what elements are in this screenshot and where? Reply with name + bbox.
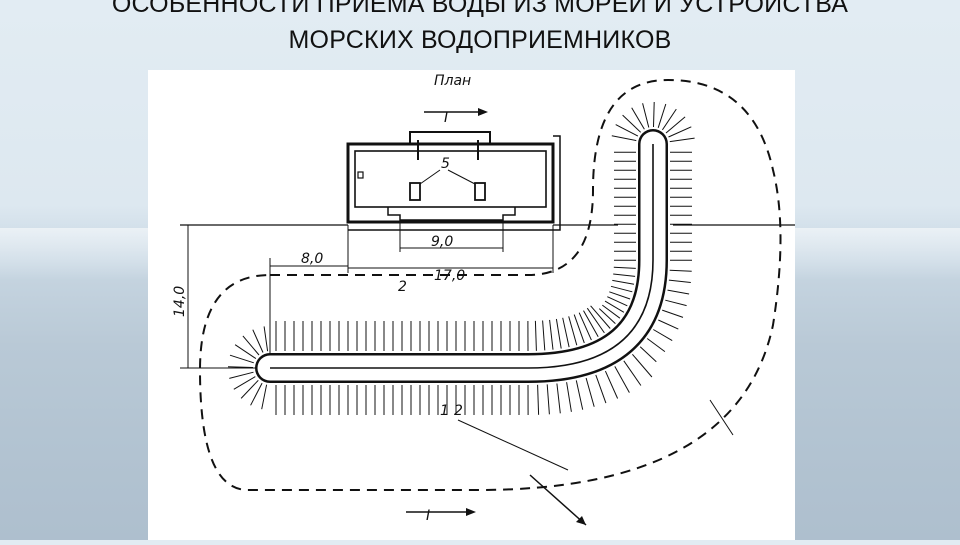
riprap-tick <box>647 339 665 352</box>
riprap-tick <box>624 361 641 386</box>
riprap-tick <box>670 270 692 271</box>
slide-title-line-2: МОРСКИХ ВОДОПРИЕМНИКОВ <box>0 22 960 58</box>
pump-left <box>410 183 420 200</box>
riprap-tick <box>550 320 553 350</box>
building-small-hatch <box>358 172 363 178</box>
section-mark-top-label: I <box>444 110 448 126</box>
riprap-tick-end <box>658 104 666 128</box>
riprap-tick <box>579 313 591 340</box>
riprap-tick <box>658 320 678 329</box>
riprap-tick <box>602 305 620 318</box>
riprap-tick <box>567 382 572 412</box>
riprap-tick-end <box>262 385 267 410</box>
riprap-tick-end <box>643 103 649 127</box>
riprap-tick-end <box>235 345 256 359</box>
leader-label-1 <box>458 420 568 470</box>
riprap-tick <box>665 300 686 305</box>
riprap-tick <box>584 311 599 337</box>
riprap-tick <box>611 286 632 292</box>
intake-plan-diagram: План I I 5 2 1 2 9,0 17,0 8,0 14,0 <box>148 70 795 540</box>
leader-5-left <box>420 170 440 184</box>
riprap-tick-end <box>654 102 655 127</box>
breakwater-fill <box>270 144 653 368</box>
riprap-tick <box>557 384 560 414</box>
leader-right <box>710 400 733 435</box>
riprap-tick <box>612 280 634 284</box>
dim-14-0: 14,0 <box>172 286 188 317</box>
riprap-tick <box>574 315 584 343</box>
riprap-tick <box>605 371 617 398</box>
riprap-tick <box>586 378 594 407</box>
section-bottom-arrow <box>466 508 476 516</box>
pump-right <box>475 183 485 200</box>
riprap-tick-end <box>670 138 695 142</box>
dim-17-0: 17,0 <box>434 268 465 284</box>
building-side-pipe <box>348 136 560 230</box>
building-outer-wall <box>348 144 553 222</box>
riprap-tick-end <box>230 355 254 363</box>
riprap-tick <box>632 354 652 377</box>
riprap-tick-end <box>612 136 637 141</box>
dim-8-0: 8,0 <box>301 251 323 267</box>
riprap-tick-end <box>264 326 268 351</box>
riprap-tick <box>613 274 635 276</box>
riprap-tick <box>669 280 691 282</box>
leader-5-right <box>448 170 475 184</box>
riprap-tick <box>538 385 539 415</box>
slide-title-line-1: ОСОБЕННОСТИ ПРИЕМА ВОДЫ ИЗ МОРЕЙ И УСТРО… <box>0 0 960 22</box>
riprap-tick <box>653 330 672 341</box>
riprap-tick <box>543 321 545 351</box>
diagram-panel: План I I 5 2 1 2 9,0 17,0 8,0 14,0 <box>148 70 795 540</box>
riprap-tick <box>640 347 656 362</box>
breakwater-axis <box>270 144 653 368</box>
riprap-tick-end <box>228 367 253 368</box>
label-1: 1 <box>440 403 449 419</box>
riprap-tick <box>535 321 536 351</box>
plan-label: План <box>434 73 471 89</box>
riprap-tick <box>615 366 630 392</box>
riprap-tick <box>547 384 549 414</box>
riprap-tick <box>576 380 582 409</box>
breakwater-groin <box>270 144 653 368</box>
label-5: 5 <box>441 156 450 172</box>
riprap-tick <box>614 267 636 268</box>
dim-9-0: 9,0 <box>431 234 453 250</box>
building-inner-wall <box>355 151 546 207</box>
pump-station-building <box>348 132 560 230</box>
riprap-tick <box>599 309 615 324</box>
riprap-tick <box>668 290 690 294</box>
riprap-tick <box>609 292 630 299</box>
riprap-tick-end <box>229 372 253 378</box>
riprap-tick-end <box>662 109 676 130</box>
riprap-tick <box>563 318 569 347</box>
slide-title: ОСОБЕННОСТИ ПРИЕМА ВОДЫ ИЗ МОРЕЙ И УСТРО… <box>0 0 960 58</box>
riprap-tick <box>596 375 606 403</box>
riprap-tick <box>556 319 561 349</box>
riprap-tick <box>662 310 683 317</box>
section-mark-bottom-label: I <box>426 508 430 524</box>
riprap-tick <box>569 316 577 345</box>
section-top-arrow <box>478 108 488 116</box>
label-2: 2 <box>398 279 407 295</box>
label-2b: 2 <box>454 403 463 419</box>
breakwater-outline <box>270 144 653 368</box>
intake-chamber <box>388 207 515 220</box>
